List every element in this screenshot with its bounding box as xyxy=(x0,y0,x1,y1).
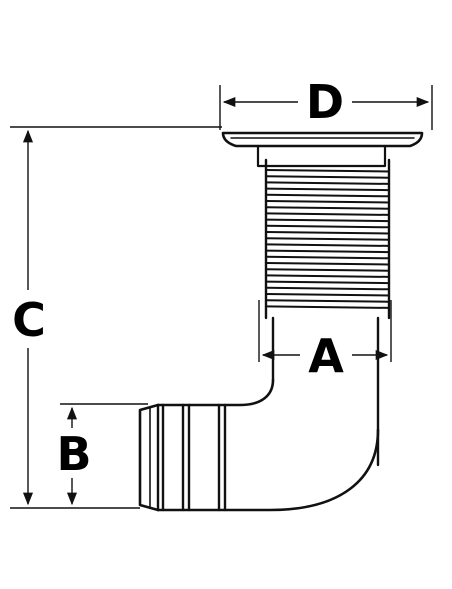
thread-line xyxy=(265,243,390,247)
barb-ring xyxy=(181,403,191,512)
dimension-a xyxy=(258,300,392,362)
thread-line xyxy=(265,255,390,260)
thread-line xyxy=(265,212,390,216)
thread-line xyxy=(265,280,390,285)
dimension-label-d: D xyxy=(306,75,344,129)
thru-hull-fitting-drawing xyxy=(138,131,424,512)
thread-line xyxy=(265,181,390,185)
thread-line xyxy=(265,305,390,309)
thread-line xyxy=(265,175,390,179)
hose-tail xyxy=(138,403,160,512)
thread-line xyxy=(265,237,390,241)
barb-ring xyxy=(217,403,227,512)
dimension-c xyxy=(10,126,222,509)
thread-line xyxy=(265,231,390,235)
thread-line xyxy=(265,224,390,229)
thread-line xyxy=(265,268,390,272)
barb-ring xyxy=(156,403,165,512)
thread-line xyxy=(265,249,390,254)
thread-line xyxy=(265,187,390,192)
thread-line xyxy=(265,274,390,278)
thread-line xyxy=(265,218,390,223)
thread-line xyxy=(265,299,390,303)
thread-line xyxy=(265,293,390,297)
thread-line xyxy=(265,193,390,198)
dimension-label-c: C xyxy=(12,293,46,347)
thread-line xyxy=(265,262,390,266)
thread-line xyxy=(265,286,390,291)
thread-line xyxy=(265,200,390,204)
thread-line xyxy=(265,206,390,210)
dimension-label-a: A xyxy=(308,329,344,383)
dimension-label-b: B xyxy=(56,427,91,481)
thread-lines xyxy=(265,169,390,309)
flange xyxy=(221,131,424,148)
elbow xyxy=(156,428,380,512)
dimension-b xyxy=(60,403,148,506)
dimension-d xyxy=(219,85,433,130)
thread-line xyxy=(265,169,390,173)
